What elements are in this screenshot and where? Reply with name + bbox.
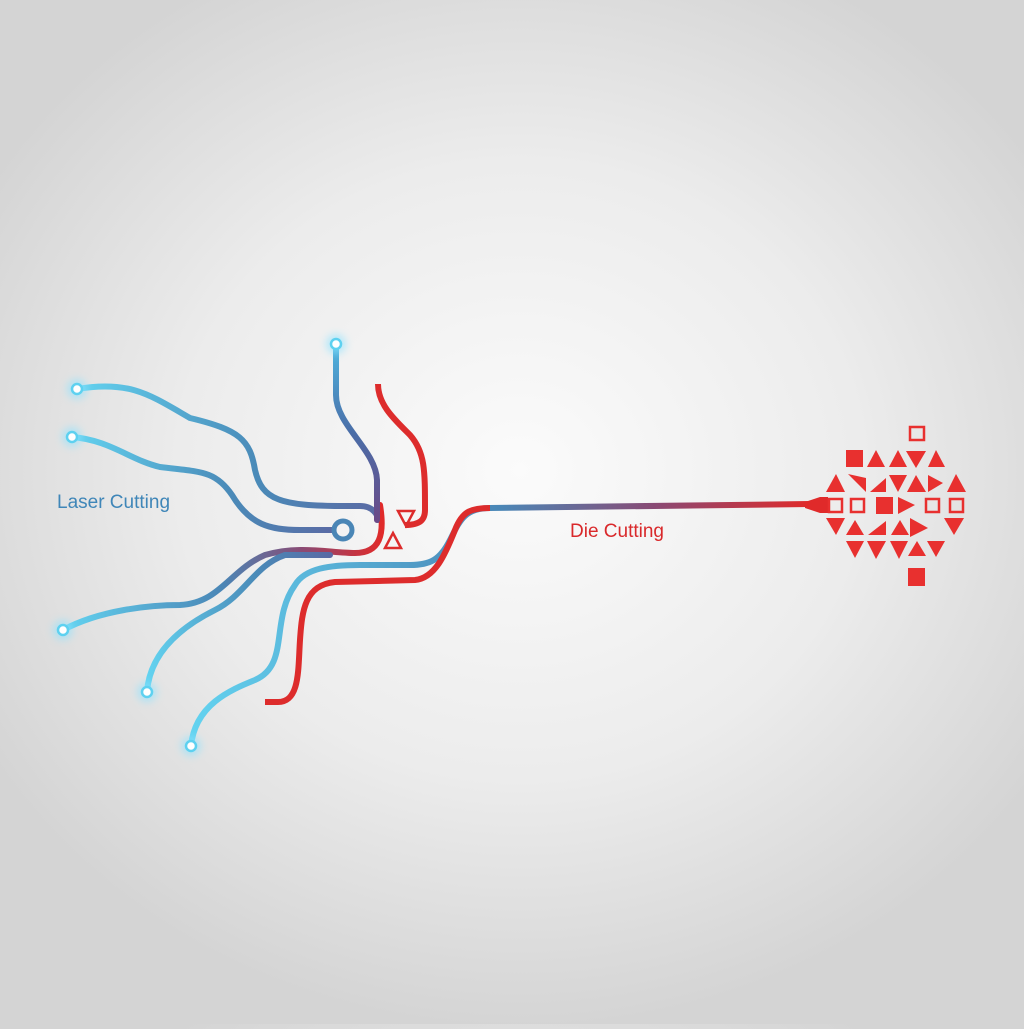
laser-source-nodes [53,334,346,756]
hub-circle-icon [331,518,355,542]
shape-cluster-icon [826,425,966,586]
triangle-down-icon [395,509,417,529]
die-paths [265,383,491,705]
triangle-up-icon [382,530,404,550]
laser-paths [60,341,813,749]
laser-cutting-label: Laser Cutting [57,492,171,513]
die-cutting-label: Die Cutting [570,521,664,542]
